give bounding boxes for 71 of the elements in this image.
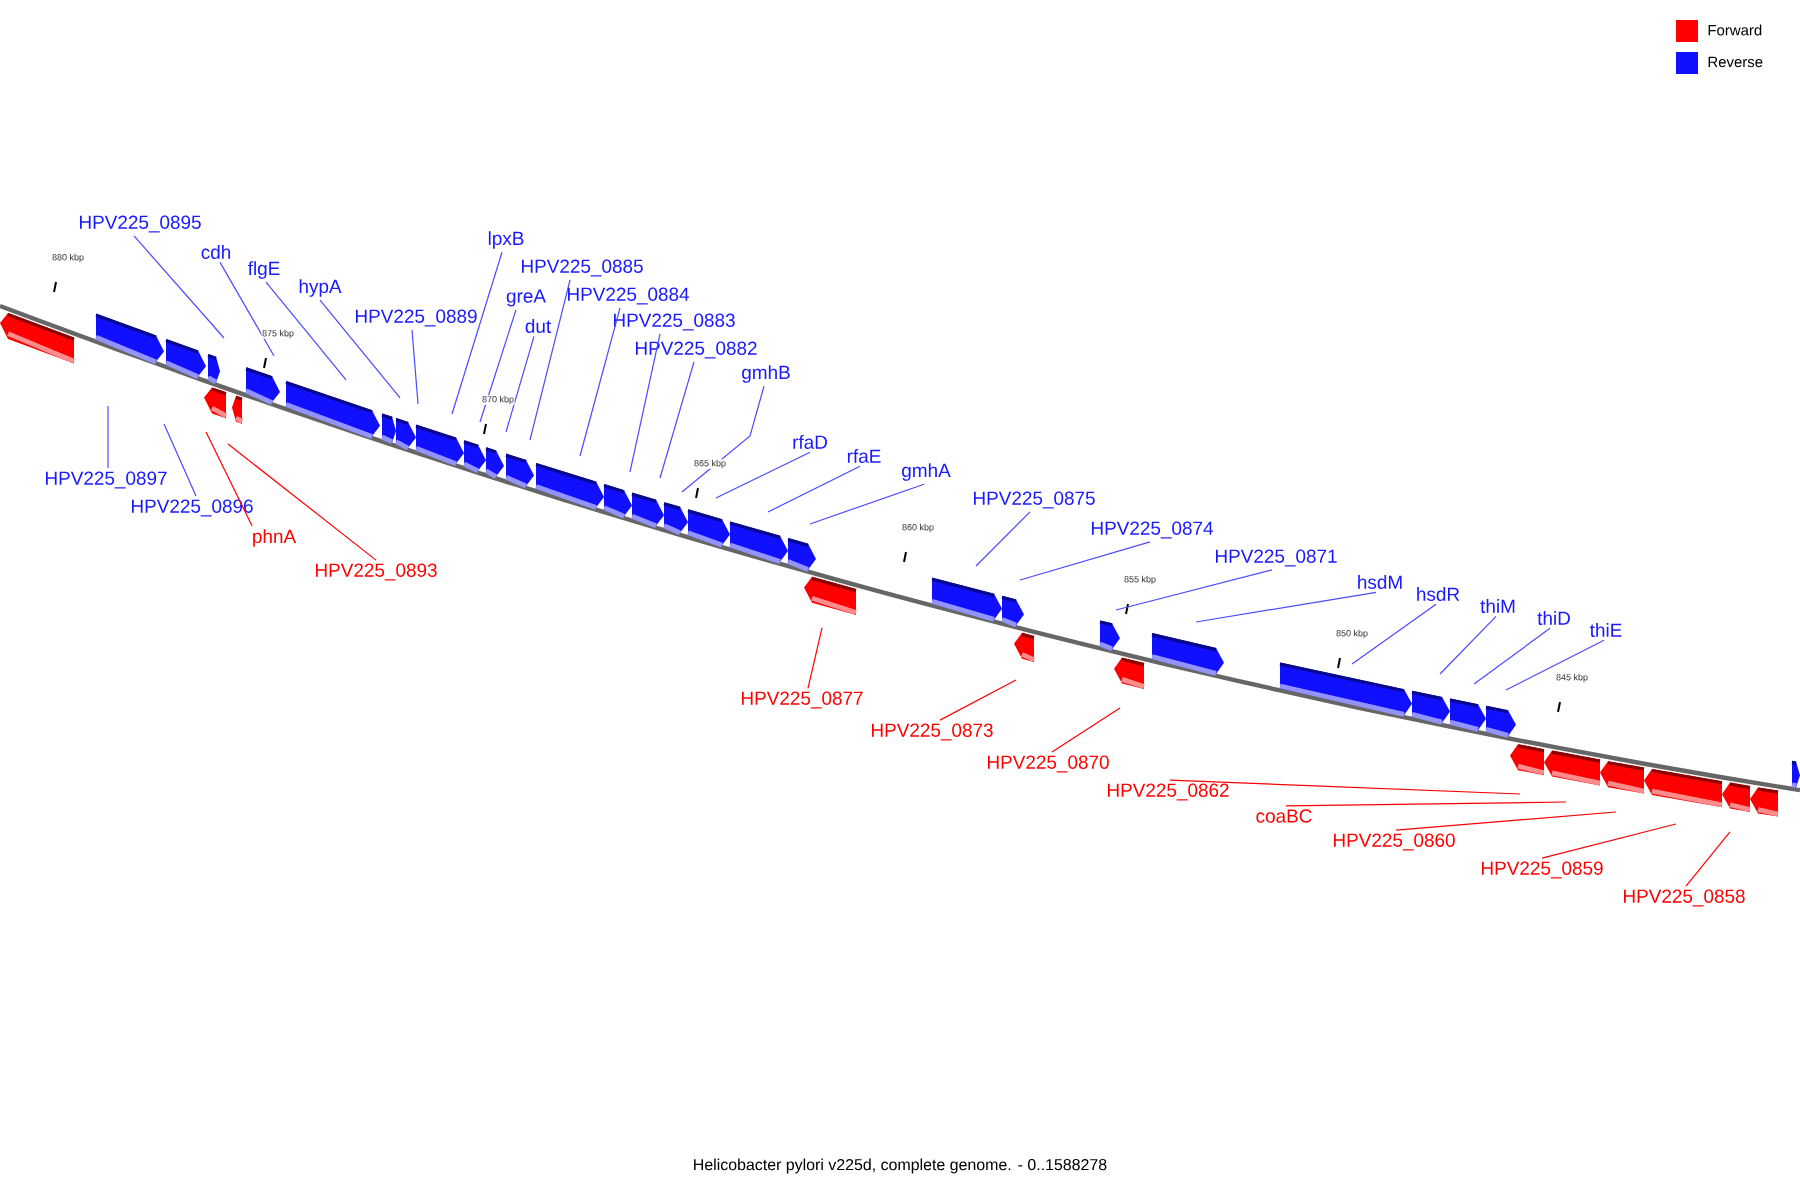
gene-label: HPV225_0884 <box>568 287 689 305</box>
gene-label: greA <box>506 289 546 307</box>
leader-line <box>319 299 401 399</box>
leader-line <box>809 483 925 525</box>
gene-label: thiE <box>1590 623 1622 637</box>
leader-line <box>1473 627 1551 685</box>
gene-label: dut <box>525 319 552 333</box>
gene-label: lpxB <box>488 231 524 249</box>
leader-line <box>1195 591 1377 623</box>
gene-label: HPV225_0859 <box>1482 861 1603 879</box>
gene-label: HPV225_0882 <box>636 341 757 359</box>
leader-line <box>939 679 1017 721</box>
leader-line <box>659 361 695 479</box>
leader-line <box>1439 615 1497 675</box>
gene-label: HPV225_0870 <box>988 755 1109 773</box>
gene-label: hypA <box>299 279 342 297</box>
gene-label: HPV225_0862 <box>1108 783 1229 801</box>
gene-label: HPV225_0889 <box>356 309 477 327</box>
gene-label: gmhB <box>742 365 790 383</box>
leader-line <box>479 309 517 423</box>
leader-line <box>505 335 535 433</box>
leader-line <box>715 451 811 499</box>
leader-line <box>1351 603 1437 665</box>
gene-label: gmhA <box>902 463 951 481</box>
gene-label: hsdR <box>1417 587 1460 601</box>
gene-label: coaBC <box>1256 809 1312 823</box>
leader-line <box>1169 779 1521 795</box>
leader-line <box>807 627 823 689</box>
gene-label: HPV225_0875 <box>974 491 1095 509</box>
gene-label: flgE <box>248 261 280 279</box>
leader-line <box>579 307 621 457</box>
leader-line <box>1685 831 1731 887</box>
leader-line <box>1019 541 1151 581</box>
gene-label: HPV225_0874 <box>1092 521 1213 539</box>
leader-line <box>681 385 765 493</box>
leader-line <box>219 261 275 357</box>
leader-line <box>1051 707 1121 753</box>
gene-label: thiD <box>1537 611 1570 625</box>
leader-line <box>451 251 503 415</box>
leader-line <box>629 333 661 473</box>
leader-line <box>529 279 571 441</box>
gene-label: HPV225_0895 <box>80 215 201 233</box>
gene-label: hsdM <box>1358 575 1402 589</box>
gene-label: cdh <box>201 245 231 259</box>
leader-line <box>265 281 347 381</box>
gene-label: thiM <box>1480 599 1515 613</box>
leader-line <box>205 431 253 527</box>
leader-line <box>411 329 419 405</box>
gene-label: HPV225_0871 <box>1216 549 1337 567</box>
leader-line <box>133 235 225 339</box>
gene-label: HPV225_0858 <box>1624 889 1745 907</box>
leader-line <box>1395 811 1617 831</box>
gene-label: HPV225_0893 <box>316 563 437 581</box>
leader-line <box>975 511 1031 567</box>
leader-line <box>767 465 861 513</box>
leader-line <box>1285 801 1567 807</box>
gene-label: HPV225_0873 <box>872 723 993 741</box>
leader-line <box>1115 569 1273 611</box>
leader-line <box>227 443 377 561</box>
gene-label: HPV225_0897 <box>46 471 167 489</box>
leader-line <box>1541 823 1677 859</box>
gene-label: rfaE <box>847 449 881 463</box>
gene-label: phnA <box>253 529 297 547</box>
gene-label: HPV225_0877 <box>742 691 863 709</box>
gene-label: HPV225_0860 <box>1334 833 1455 851</box>
gene-label: rfaD <box>793 435 827 449</box>
leader-line <box>163 423 197 497</box>
leader-line <box>107 405 109 469</box>
gene-label: HPV225_0885 <box>522 259 643 277</box>
leader-line <box>1505 639 1605 691</box>
gene-label: HPV225_0883 <box>614 313 735 331</box>
